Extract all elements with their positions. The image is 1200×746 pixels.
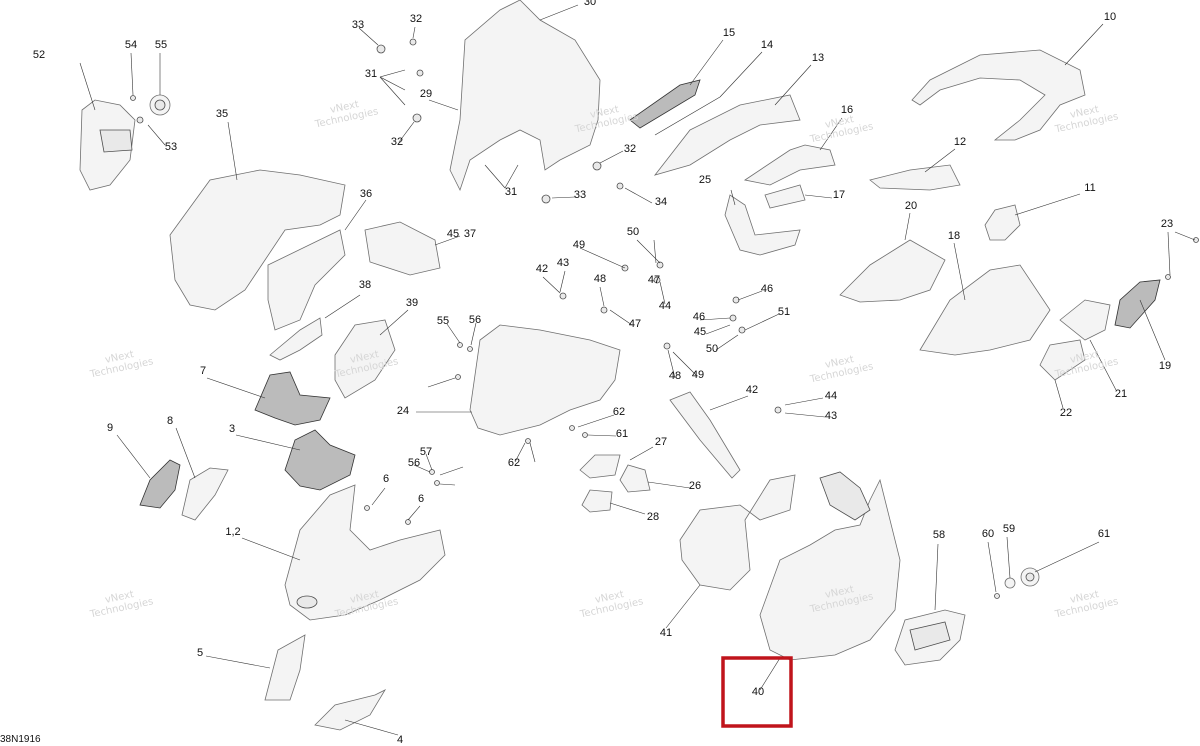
callout-label: 33 [574, 189, 586, 201]
callout-labels: 1,23456678910111213141516171819202122232… [33, 0, 1173, 746]
callout-label: 56 [469, 314, 481, 326]
callout-label: 38 [359, 279, 371, 291]
callout-label: 29 [420, 88, 432, 100]
callout-label: 46 [761, 283, 773, 295]
callout-label: 35 [216, 108, 228, 120]
callout-label: 50 [706, 343, 718, 355]
callout-label: 32 [624, 143, 636, 155]
callout-label: 14 [761, 39, 773, 51]
callout-label: 23 [1161, 218, 1173, 230]
callout-label: 49 [573, 239, 585, 251]
callout-label: 17 [833, 189, 845, 201]
callout-label: 33 [352, 19, 364, 31]
callout-label: 57 [420, 446, 432, 458]
callout-label: 26 [689, 480, 701, 492]
callout-label: 53 [165, 141, 177, 153]
callout-label: 22 [1060, 407, 1072, 419]
callout-label: 45 [694, 326, 706, 338]
leader-lines [79, 4, 1196, 736]
callout-label: 44 [659, 300, 671, 312]
callout-label: 31 [505, 186, 517, 198]
callout-label: 39 [406, 297, 418, 309]
callout-label: 45 [447, 228, 459, 240]
callout-label: 24 [397, 405, 409, 417]
callout-label: 43 [825, 410, 837, 422]
callout-label: 34 [655, 196, 667, 208]
callout-label: 55 [437, 315, 449, 327]
callout-label: 30 [584, 0, 596, 8]
callout-label: 48 [669, 370, 681, 382]
callout-label: 40 [752, 686, 764, 698]
callout-label: 20 [905, 200, 917, 212]
callout-label: 11 [1084, 182, 1095, 194]
callout-label: 16 [841, 104, 853, 116]
callout-label: 9 [107, 422, 113, 434]
callout-label: 13 [812, 52, 824, 64]
callout-label: 50 [627, 226, 639, 238]
drawing-code: 38N1916 [0, 734, 41, 745]
callout-label: 15 [723, 27, 735, 39]
callout-label: 1,2 [225, 526, 240, 538]
callout-label: 43 [557, 257, 569, 269]
callout-label: 46 [693, 311, 705, 323]
callout-label: 4 [397, 734, 403, 746]
callout-label: 58 [933, 529, 945, 541]
callout-label: 36 [360, 188, 372, 200]
callout-label: 44 [825, 390, 837, 402]
callout-label: 6 [383, 473, 389, 485]
callout-label: 42 [746, 384, 758, 396]
callout-label: 60 [982, 528, 994, 540]
callout-label: 32 [410, 13, 422, 25]
callout-label: 59 [1003, 523, 1015, 535]
callout-label: 56 [408, 457, 420, 469]
callout-label: 55 [155, 39, 167, 51]
highlight-box [721, 656, 793, 728]
callout-label: 47 [648, 274, 660, 286]
callout-label: 21 [1115, 388, 1127, 400]
callout-label: 54 [125, 39, 137, 51]
callout-label: 32 [391, 136, 403, 148]
callout-label: 10 [1104, 11, 1116, 23]
callout-label: 27 [655, 436, 667, 448]
callout-label: 25 [699, 174, 711, 186]
callout-label: 52 [33, 49, 45, 61]
part-drawings [79, 0, 1199, 731]
callout-label: 37 [464, 228, 476, 240]
callout-label: 61 [616, 428, 628, 440]
callout-label: 62 [508, 457, 520, 469]
callout-label: 42 [536, 263, 548, 275]
callout-label: 47 [629, 318, 641, 330]
callout-label: 19 [1159, 360, 1171, 372]
callout-label: 49 [692, 369, 704, 381]
callout-label: 7 [200, 365, 206, 377]
callout-label: 8 [167, 415, 173, 427]
callout-label: 12 [954, 136, 966, 148]
callout-label: 41 [660, 627, 672, 639]
callout-label: 51 [778, 306, 790, 318]
callout-label: 3 [229, 423, 235, 435]
callout-label: 5 [197, 647, 203, 659]
callout-label: 31 [365, 68, 377, 80]
callout-label: 61 [1098, 528, 1110, 540]
callout-label: 62 [613, 406, 625, 418]
callout-label: 28 [647, 511, 659, 523]
callout-label: 6 [418, 493, 424, 505]
callout-label: 48 [594, 273, 606, 285]
callout-label: 18 [948, 230, 960, 242]
